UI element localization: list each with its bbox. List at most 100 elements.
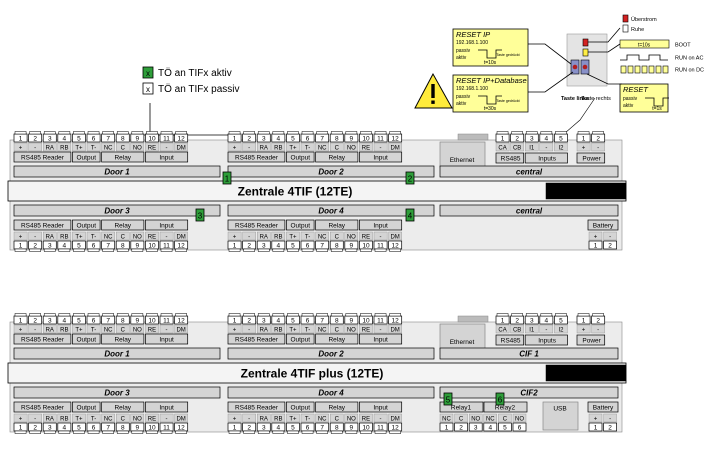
terminal-screw — [131, 430, 144, 434]
part-number: 800-003-4000 — [567, 190, 605, 196]
group-box — [13, 401, 72, 413]
terminal-signal: RE — [362, 146, 370, 152]
terminal-signal-box — [271, 413, 286, 423]
marker-number: 1 — [225, 175, 230, 184]
terminal-signal-box — [344, 231, 359, 241]
terminal-signal: T+ — [75, 235, 83, 241]
terminal-number: 12 — [392, 243, 400, 250]
reset-box-title: RESET — [623, 85, 649, 94]
terminal-number: 4 — [63, 243, 67, 250]
led-red — [582, 38, 589, 47]
terminal-signal: DM — [390, 417, 399, 423]
terminal-signal: NC — [104, 235, 113, 241]
terminal-number: 6 — [306, 243, 310, 250]
group-box — [576, 152, 606, 164]
reset-ip-db-box-state: Taste gedrückt — [496, 99, 519, 103]
terminal-signal: RB — [60, 417, 68, 423]
terminal-signal-box — [510, 142, 524, 152]
group-box-label: Relay — [114, 337, 131, 344]
terminal-signal-box — [300, 142, 315, 152]
terminal-screw — [257, 430, 270, 434]
terminal-signal-box — [57, 324, 72, 334]
terminal-number: 7 — [106, 425, 110, 432]
terminal-number: 1 — [594, 243, 598, 250]
terminal-number: 1 — [19, 243, 23, 250]
terminal-screw — [228, 313, 241, 317]
group-box-label: Output — [290, 223, 310, 230]
door-bar — [227, 386, 435, 399]
terminal-number: 12 — [392, 136, 400, 143]
terminal-screw — [58, 248, 71, 252]
terminal-number-box — [512, 422, 527, 432]
group-box — [524, 152, 568, 164]
terminal-number-box — [454, 422, 468, 432]
terminal-signal-box — [286, 231, 300, 241]
terminal-signal: DM — [390, 235, 399, 241]
terminal-signal: DM — [176, 417, 185, 423]
group-box — [495, 152, 525, 164]
group-box-label: Relay — [114, 155, 131, 162]
terminal-screw — [287, 430, 299, 434]
terminal-number: 10 — [148, 243, 156, 250]
terminal-signal: T- — [305, 328, 310, 334]
terminal-number: 5 — [291, 318, 295, 325]
group-box — [145, 333, 189, 345]
terminal-screw — [316, 313, 328, 317]
legend-swatch — [142, 66, 154, 79]
door-bar — [13, 165, 221, 178]
left-button-dot[interactable] — [572, 64, 578, 70]
terminal-signal-box — [588, 231, 603, 241]
terminal-number: 3 — [530, 136, 534, 143]
terminal-signal-box — [373, 142, 388, 152]
terminal-number: 5 — [559, 318, 563, 325]
connector-led-red — [588, 27, 621, 43]
terminal-screw — [330, 248, 343, 252]
group-box — [359, 151, 403, 163]
terminal-signal-box — [330, 413, 344, 423]
terminal-screw — [301, 313, 314, 317]
terminal-signal: - — [248, 235, 250, 241]
terminal-screw — [43, 313, 56, 317]
terminal-signal: T- — [305, 146, 310, 152]
terminal-signal-box — [359, 231, 373, 241]
part-number-bg — [545, 364, 627, 382]
terminal-signal-box — [344, 324, 359, 334]
terminal-signal-box — [86, 142, 101, 152]
terminal-signal: C — [335, 235, 340, 241]
terminal-number: 3 — [262, 425, 266, 432]
terminal-signal: - — [34, 328, 36, 334]
right-button-dot[interactable] — [582, 64, 588, 70]
terminal-screw — [360, 131, 372, 135]
terminal-number: 5 — [77, 318, 81, 325]
terminal-screw — [374, 248, 387, 252]
terminal-signal-box — [576, 324, 591, 334]
terminal-number: 10 — [362, 318, 370, 325]
terminal-screw — [228, 248, 241, 252]
terminal-signal: - — [609, 417, 611, 423]
terminal-signal-box — [174, 142, 188, 152]
terminal-signal: NC — [104, 417, 113, 423]
terminal-number: 6 — [306, 318, 310, 325]
terminal-number: 12 — [392, 318, 400, 325]
terminal-screw — [73, 131, 85, 135]
terminal-number: 8 — [335, 318, 339, 325]
terminal-screw — [272, 430, 285, 434]
terminal-screw — [577, 131, 590, 135]
battery-label: Battery — [593, 405, 614, 412]
door4-label: Door 4 — [318, 389, 344, 398]
terminal-number: 11 — [377, 318, 384, 325]
marker-box — [405, 171, 415, 185]
door3-label: Door 3 — [104, 389, 130, 398]
terminal-signal-box — [373, 231, 388, 241]
reset-ip-box-time: t=10s — [484, 60, 497, 66]
terminal-signal-box — [86, 324, 101, 334]
terminal-signal: - — [34, 146, 36, 152]
reset-ip-box-address: 192.168.1.100 — [456, 40, 488, 46]
terminal-screw — [43, 131, 56, 135]
terminal-screw — [87, 313, 100, 317]
terminal-number: 1 — [501, 318, 505, 325]
terminal-signal: DM — [176, 328, 185, 334]
ethernet-label: Ethernet — [450, 157, 475, 164]
group-box — [145, 401, 189, 413]
group-box-label: RS485 Reader — [21, 223, 65, 230]
